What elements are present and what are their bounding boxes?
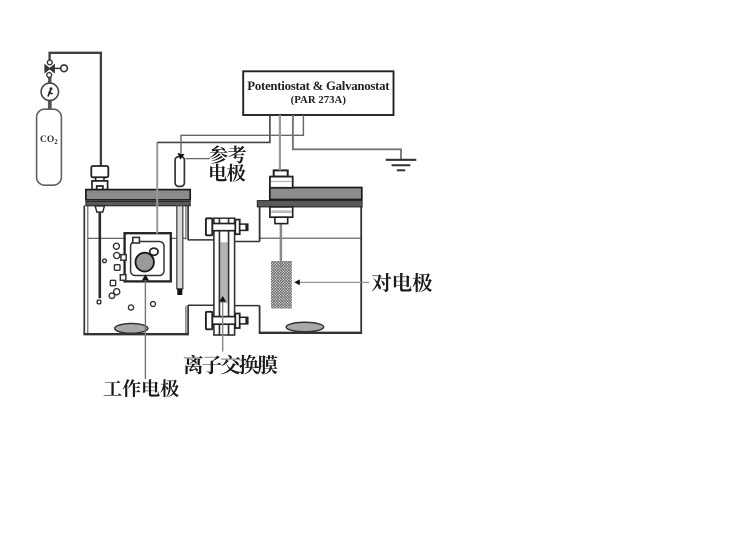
svg-text:Potentiostat & Galvanostat: Potentiostat & Galvanostat — [247, 79, 390, 93]
svg-text:(PAR 273A): (PAR 273A) — [291, 94, 347, 106]
svg-text:CO2: CO2 — [40, 135, 58, 146]
